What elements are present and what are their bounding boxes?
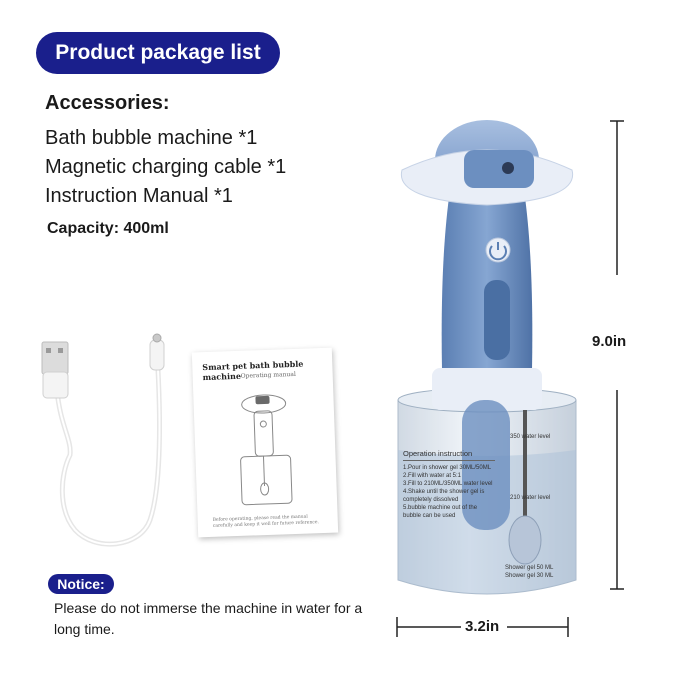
bubble-machine-image	[397, 120, 577, 595]
width-dimension-label: 3.2in	[465, 618, 500, 635]
accessories-list: Bath bubble machine *1 Magnetic charging…	[45, 124, 286, 211]
accessory-item: Instruction Manual *1	[45, 185, 233, 207]
shower-gel-level-label: Shower gel 30 ML	[505, 573, 554, 579]
operation-step: 4.Shake until the shower gel is complete…	[403, 489, 485, 503]
height-dimension-line	[610, 120, 624, 590]
water-level-label: 350 water level	[510, 434, 551, 440]
manual-device-sketch	[240, 394, 293, 506]
water-level-label: 210 water level	[510, 495, 551, 501]
notice-badge: Notice:	[48, 574, 114, 594]
product-package-title: Product package list	[36, 32, 280, 74]
shower-gel-level-label: Shower gel 50 ML	[505, 565, 554, 571]
operation-step: 2.Fill with water at 5:1	[403, 473, 462, 479]
height-dimension-label: 9.0in	[592, 333, 627, 350]
accessories-heading: Accessories:	[45, 92, 170, 114]
capacity-label: Capacity: 400ml	[47, 220, 169, 237]
operation-instruction-title: Operation instruction	[403, 450, 495, 461]
operation-step: 5.bubble machine out of the bubble can b…	[403, 505, 478, 519]
instruction-manual-image: Smart pet bath bubble machine Operating …	[191, 347, 339, 538]
operation-step: 3.Fill to 210ML/350ML water level	[403, 481, 493, 487]
notice-text: Please do not immerse the machine in wat…	[54, 600, 363, 637]
usb-cable-image	[41, 333, 165, 547]
operation-step: 1.Pour in shower gel 30ML/50ML	[403, 465, 492, 471]
accessory-item: Bath bubble machine *1	[45, 127, 258, 149]
operation-instruction-label: Operation instruction 1.Pour in shower g…	[403, 450, 495, 520]
width-dimension-line	[396, 617, 569, 637]
manual-footer: Before operating, please read the manual…	[212, 514, 320, 529]
accessory-item: Magnetic charging cable *1	[45, 156, 287, 178]
